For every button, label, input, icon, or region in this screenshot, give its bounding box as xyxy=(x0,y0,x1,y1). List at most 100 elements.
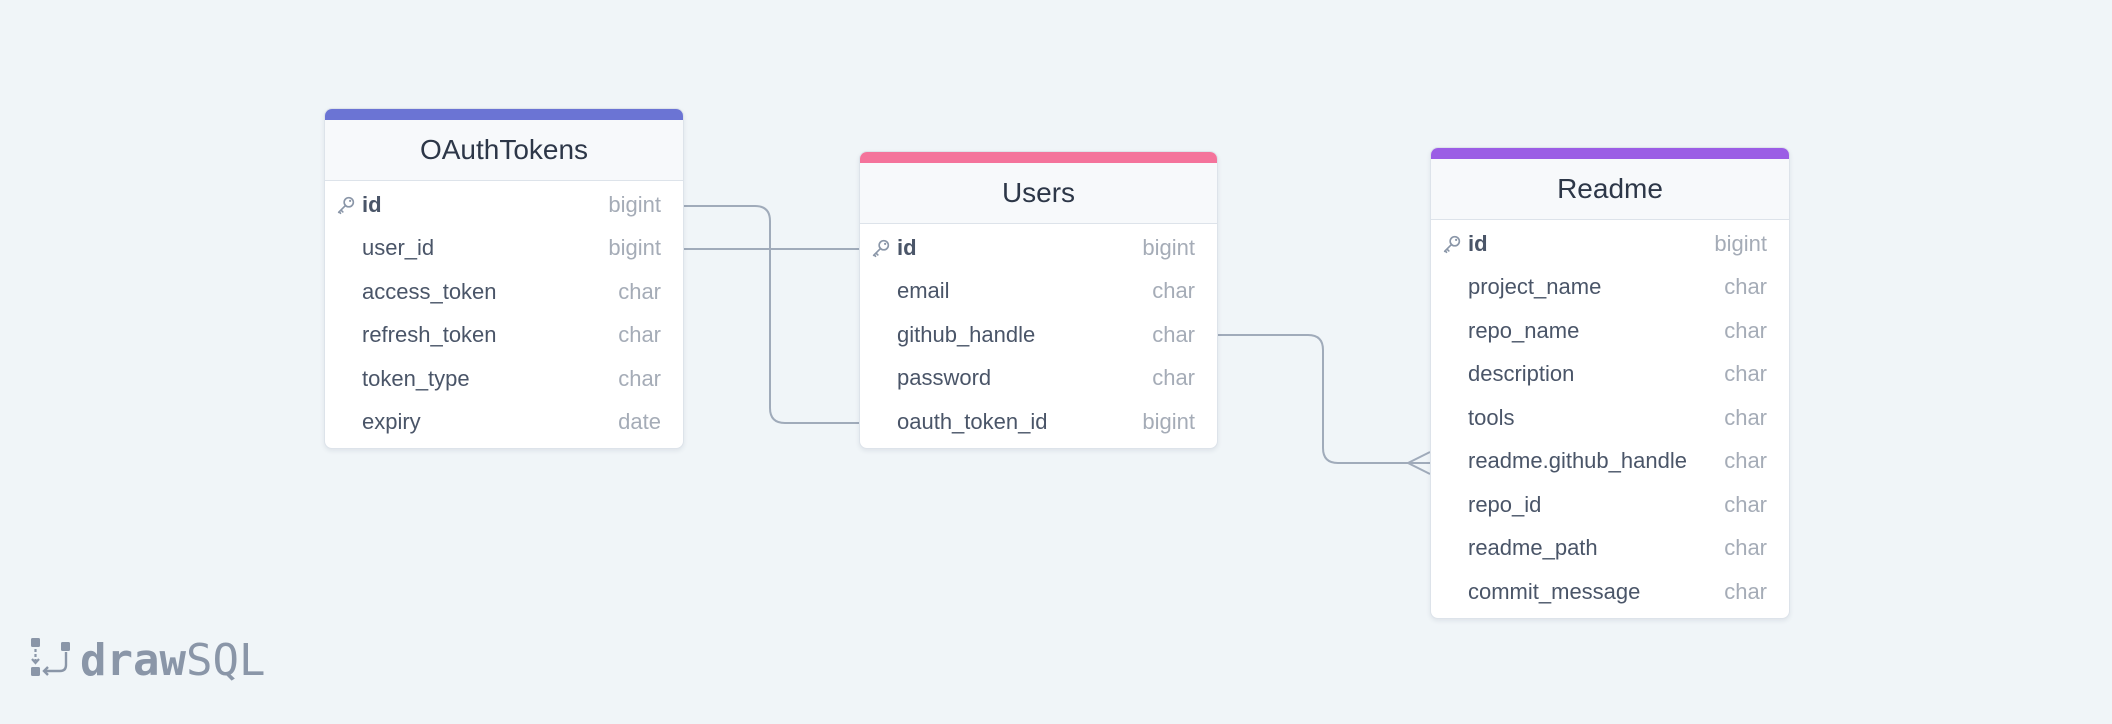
column-name: readme.github_handle xyxy=(1468,448,1687,474)
column-type: char xyxy=(1152,365,1195,391)
column-row-repo-id[interactable]: repo_id char xyxy=(1431,483,1789,527)
relation-line-oauth-id-to-users-oauth-token-id[interactable] xyxy=(681,205,860,424)
column-type: bigint xyxy=(1142,408,1195,434)
column-type: char xyxy=(1724,404,1767,430)
column-name: id xyxy=(1468,230,1488,256)
column-row-id[interactable]: id bigint xyxy=(860,226,1217,270)
column-type: char xyxy=(1724,317,1767,343)
column-type: char xyxy=(1724,578,1767,604)
key-slot-empty xyxy=(1441,406,1468,430)
column-type: char xyxy=(1724,535,1767,561)
column-row-user-id[interactable]: user_id bigint xyxy=(325,227,683,271)
key-slot-empty xyxy=(870,279,897,303)
relation-line-users-github-handle-to-readme[interactable] xyxy=(1215,334,1430,464)
column-row-github-handle[interactable]: github_handle char xyxy=(860,313,1217,357)
logo-word-sql: SQL xyxy=(185,634,266,686)
key-slot-empty xyxy=(1441,275,1468,299)
column-row-readme-github-handle[interactable]: readme.github_handle char xyxy=(1431,440,1789,484)
column-name: refresh_token xyxy=(362,322,497,348)
column-type: char xyxy=(1152,321,1195,347)
column-name: oauth_token_id xyxy=(897,408,1048,434)
key-slot-empty xyxy=(335,236,362,260)
key-slot-empty xyxy=(335,280,362,304)
column-row-tools[interactable]: tools char xyxy=(1431,396,1789,440)
column-name: commit_message xyxy=(1468,578,1641,604)
column-row-commit-message[interactable]: commit_message char xyxy=(1431,570,1789,614)
column-name: email xyxy=(897,278,950,304)
column-row-readme-path[interactable]: readme_path char xyxy=(1431,527,1789,571)
column-name: description xyxy=(1468,361,1575,387)
column-name: readme_path xyxy=(1468,535,1598,561)
key-slot-empty xyxy=(335,323,362,347)
column-name: github_handle xyxy=(897,321,1036,347)
table-accent-bar xyxy=(1431,148,1789,159)
column-row-oauth-token-id[interactable]: oauth_token_id bigint xyxy=(860,400,1217,444)
table-accent-bar xyxy=(860,152,1217,163)
column-type: char xyxy=(1724,491,1767,517)
column-row-token-type[interactable]: token_type char xyxy=(325,357,683,401)
column-type: char xyxy=(618,278,661,304)
column-type: date xyxy=(618,409,661,435)
logo-word-draw: draw xyxy=(80,634,186,686)
column-type: bigint xyxy=(608,191,661,217)
column-row-repo-name[interactable]: repo_name char xyxy=(1431,309,1789,353)
drawsql-logo[interactable]: draw SQL xyxy=(30,634,266,686)
table-title[interactable]: Users xyxy=(860,163,1217,224)
column-type: char xyxy=(1724,361,1767,387)
key-slot-empty xyxy=(1441,362,1468,386)
column-name: project_name xyxy=(1468,274,1602,300)
column-row-id[interactable]: id bigint xyxy=(1431,222,1789,266)
column-name: user_id xyxy=(362,235,435,261)
column-name: token_type xyxy=(362,365,470,391)
column-name: id xyxy=(897,234,917,260)
column-name: tools xyxy=(1468,404,1515,430)
column-type: char xyxy=(1724,274,1767,300)
key-slot-empty xyxy=(335,410,362,434)
column-row-expiry[interactable]: expiry date xyxy=(325,401,683,445)
key-slot-empty xyxy=(870,366,897,390)
key-slot-empty xyxy=(1441,493,1468,517)
column-row-email[interactable]: email char xyxy=(860,270,1217,314)
key-slot-empty xyxy=(870,323,897,347)
column-name: id xyxy=(362,191,382,217)
column-name: access_token xyxy=(362,278,497,304)
key-icon xyxy=(335,193,362,217)
table-title[interactable]: Readme xyxy=(1431,159,1789,220)
column-row-id[interactable]: id bigint xyxy=(325,183,683,227)
table-accent-bar xyxy=(325,109,683,120)
column-row-refresh-token[interactable]: refresh_token char xyxy=(325,314,683,358)
key-slot-empty xyxy=(1441,580,1468,604)
key-slot-empty xyxy=(1441,449,1468,473)
column-row-password[interactable]: password char xyxy=(860,357,1217,401)
key-icon xyxy=(870,236,897,260)
crows-foot-many-marker xyxy=(1407,451,1431,475)
key-icon xyxy=(1441,232,1468,256)
column-type: bigint xyxy=(608,235,661,261)
key-slot-empty xyxy=(870,410,897,434)
column-type: char xyxy=(618,322,661,348)
column-name: repo_name xyxy=(1468,317,1580,343)
column-type: char xyxy=(618,365,661,391)
table-oauth-tokens[interactable]: OAuthTokens id bigint user_id bigint access_… xyxy=(324,108,684,449)
column-type: bigint xyxy=(1142,234,1195,260)
key-slot-empty xyxy=(335,367,362,391)
column-type: bigint xyxy=(1714,230,1767,256)
column-name: expiry xyxy=(362,409,421,435)
column-name: repo_id xyxy=(1468,491,1542,517)
column-name: password xyxy=(897,365,992,391)
column-type: char xyxy=(1724,448,1767,474)
column-row-description[interactable]: description char xyxy=(1431,353,1789,397)
drawsql-logo-icon xyxy=(30,636,72,685)
key-slot-empty xyxy=(1441,536,1468,560)
table-title[interactable]: OAuthTokens xyxy=(325,120,683,181)
column-row-access-token[interactable]: access_token char xyxy=(325,270,683,314)
key-slot-empty xyxy=(1441,319,1468,343)
column-type: char xyxy=(1152,278,1195,304)
column-row-project-name[interactable]: project_name char xyxy=(1431,266,1789,310)
